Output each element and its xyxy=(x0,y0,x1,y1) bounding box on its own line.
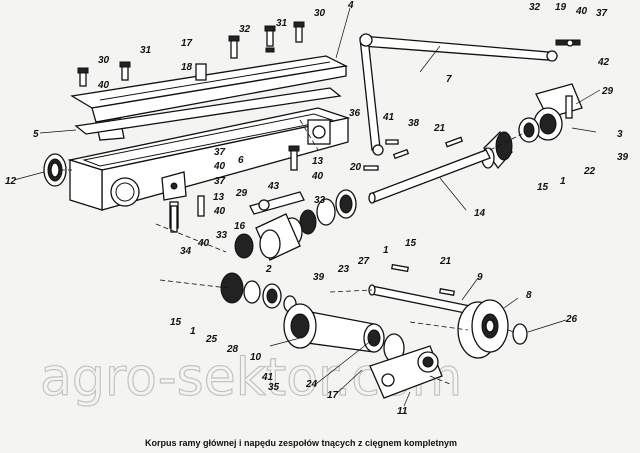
callout: 34 xyxy=(180,246,192,257)
pin-lower-b xyxy=(439,288,455,296)
callout: 37 xyxy=(596,8,608,19)
callout: 30 xyxy=(98,55,110,66)
assembly-lines xyxy=(60,119,523,385)
callout: 42 xyxy=(597,57,610,68)
callout: 5 xyxy=(33,129,39,140)
callout: 32 xyxy=(239,24,251,35)
lower-shaft xyxy=(368,284,471,315)
drive-sleeve xyxy=(283,303,405,363)
callout: 39 xyxy=(617,152,629,163)
callout: 29 xyxy=(235,188,248,199)
callout: 18 xyxy=(181,62,193,73)
callout: 15 xyxy=(537,182,549,193)
callout: 1 xyxy=(383,245,389,256)
callout: 40 xyxy=(575,6,588,17)
callout: 31 xyxy=(276,18,288,29)
callout: 22 xyxy=(583,166,596,177)
bearing-housing-right xyxy=(518,83,583,143)
callout: 40 xyxy=(213,206,226,217)
callout: 30 xyxy=(314,8,326,19)
callout: 8 xyxy=(526,290,532,301)
pins-upper xyxy=(363,136,464,171)
callout: 37 xyxy=(214,176,226,187)
callout: 39 xyxy=(313,272,325,283)
callout: 40 xyxy=(97,80,110,91)
cover-plate xyxy=(70,55,349,141)
callout: 32 xyxy=(529,2,541,13)
callout: 31 xyxy=(140,45,152,56)
callout: 40 xyxy=(197,238,210,249)
callout: 27 xyxy=(357,256,370,267)
pin-assembly-top-right xyxy=(555,39,581,47)
callout: 20 xyxy=(349,162,362,173)
callout: 40 xyxy=(213,161,226,172)
callout: 15 xyxy=(405,238,417,249)
main-shaft xyxy=(368,149,491,204)
callout: 6 xyxy=(238,155,244,166)
callout: 26 xyxy=(565,314,578,325)
bearing-cover-left xyxy=(43,153,67,187)
callout: 24 xyxy=(305,379,318,390)
callout: 10 xyxy=(250,352,262,363)
callout: 17 xyxy=(327,390,339,401)
gasket xyxy=(74,87,342,135)
v-belt-pulley xyxy=(457,299,509,359)
callout: 4 xyxy=(347,0,354,11)
callout: 15 xyxy=(170,317,182,328)
callout: 29 xyxy=(601,86,614,97)
callout: 33 xyxy=(216,230,228,241)
callout: 40 xyxy=(311,171,324,182)
pin-lower-a xyxy=(391,263,409,273)
callout: 41 xyxy=(261,372,274,383)
callout: 41 xyxy=(382,112,395,123)
callout: 14 xyxy=(474,208,486,219)
callout: 43 xyxy=(267,181,280,192)
callout: 37 xyxy=(214,147,226,158)
callout: 13 xyxy=(312,156,324,167)
callout: 13 xyxy=(213,192,225,203)
callout: 21 xyxy=(439,256,452,267)
top-bolts xyxy=(77,21,305,233)
callout: 23 xyxy=(337,264,350,275)
callout-labels: 32 31 30 4 30 31 17 18 40 5 12 36 41 38 … xyxy=(5,0,629,417)
callout: 19 xyxy=(555,2,567,13)
pull-rod xyxy=(359,33,558,156)
gear-train-lower xyxy=(220,272,297,313)
callout: 16 xyxy=(234,221,246,232)
callout: 11 xyxy=(397,406,408,417)
bevel-gear-left-assembly xyxy=(234,189,357,261)
callout: 38 xyxy=(408,118,420,129)
washer-26 xyxy=(512,323,528,345)
callout: 9 xyxy=(477,272,483,283)
callout: 1 xyxy=(190,326,196,337)
callout: 36 xyxy=(349,108,361,119)
callout: 2 xyxy=(265,264,272,275)
lever-arm xyxy=(369,345,443,399)
callout: 12 xyxy=(5,176,17,187)
callout: 7 xyxy=(446,74,452,85)
callout: 25 xyxy=(205,334,218,345)
callout: 33 xyxy=(314,195,326,206)
callout: 17 xyxy=(181,38,193,49)
callout: 1 xyxy=(560,176,566,187)
callout: 35 xyxy=(268,382,280,393)
leader-lines xyxy=(13,7,601,407)
callout: 28 xyxy=(226,344,239,355)
callout: 3 xyxy=(617,129,623,140)
figure-caption: Korpus ramy głównej i napędu zespołów tn… xyxy=(145,438,457,448)
callout: 21 xyxy=(433,123,446,134)
